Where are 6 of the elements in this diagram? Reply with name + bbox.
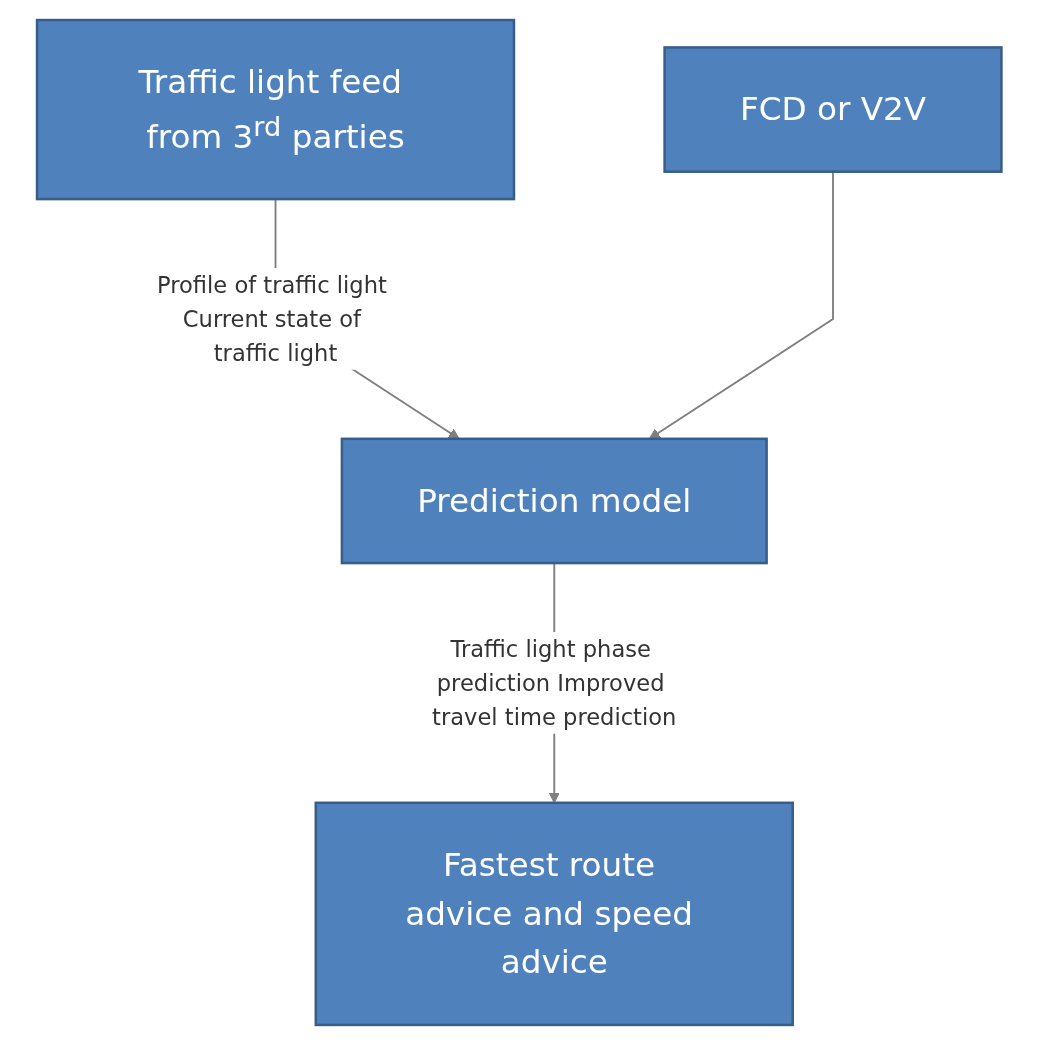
node-box: Fastest route advice and speed advice (314, 801, 795, 1027)
edge-label: Traffic light phase prediction Improved travel time prediction (432, 635, 677, 730)
node-box: Prediction model (340, 437, 769, 565)
node-box: Traffic light feed from 3$^{rd}$ parties (36, 18, 516, 201)
node-box: FCD or V2V (663, 46, 1003, 173)
edge-label: Profile of traffic light Current state of traffic light (157, 271, 388, 367)
